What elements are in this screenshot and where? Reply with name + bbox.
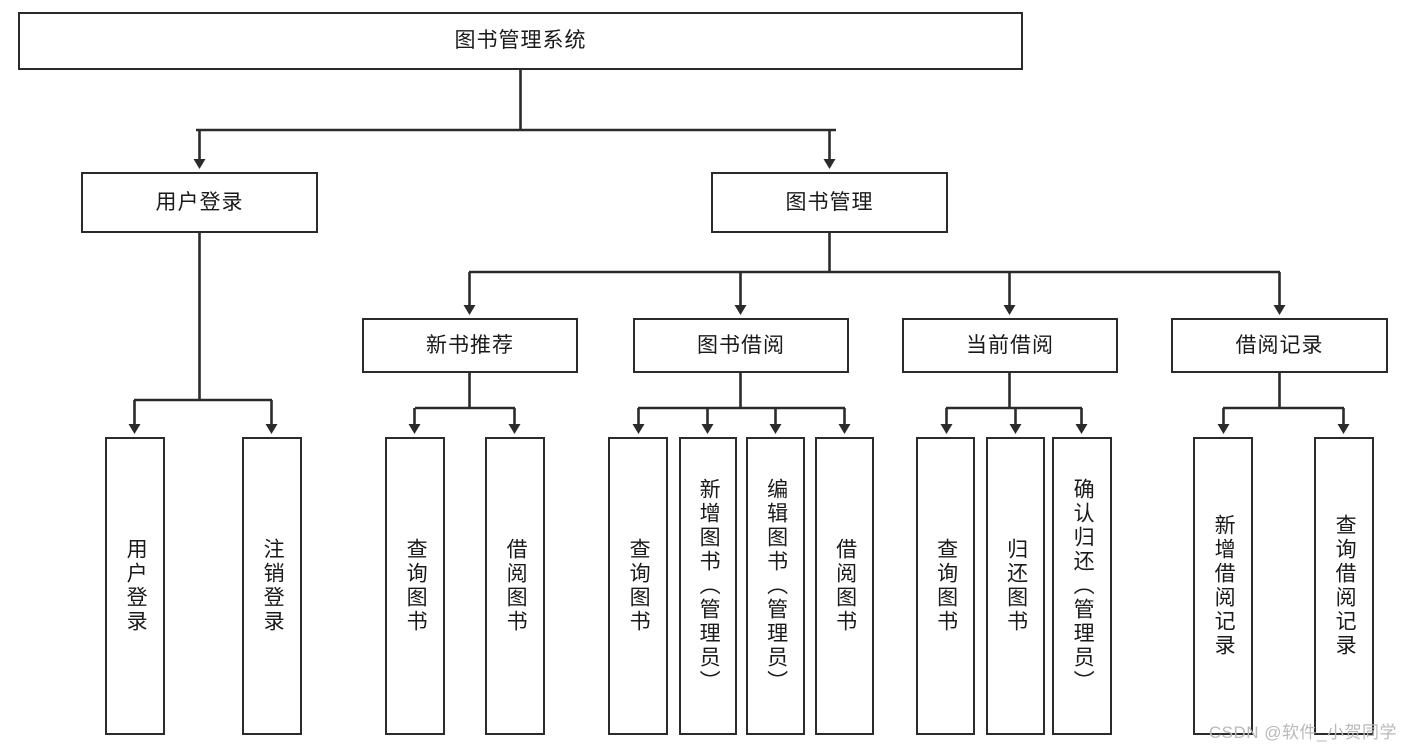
node-leaf-query-book-borrow-label: 查询图书 [627, 538, 651, 634]
node-current-borrow-label: 当前借阅 [966, 333, 1054, 357]
node-leaf-query-book-recommend[interactable]: 查询图书 [385, 437, 445, 735]
node-leaf-query-borrow-record[interactable]: 查询借阅记录 [1314, 437, 1374, 735]
node-borrow-record[interactable]: 借阅记录 [1171, 318, 1388, 373]
node-borrow-record-label: 借阅记录 [1235, 333, 1324, 357]
node-leaf-user-login-label: 用户登录 [124, 538, 148, 634]
node-leaf-borrow-book[interactable]: 借阅图书 [815, 437, 874, 735]
node-leaf-query-borrow-record-label: 查询借阅记录 [1333, 514, 1357, 658]
node-leaf-query-book-borrow[interactable]: 查询图书 [608, 437, 668, 735]
node-root-label: 图书管理系统 [454, 29, 587, 53]
node-book-borrow[interactable]: 图书借阅 [633, 318, 849, 373]
node-leaf-confirm-return-admin-label: 确认归还（管理员） [1071, 478, 1095, 694]
node-leaf-logout-login[interactable]: 注销登录 [242, 437, 302, 735]
node-leaf-edit-book-admin-label: 编辑图书（管理员） [764, 478, 788, 694]
node-book-borrow-label: 图书借阅 [697, 333, 785, 357]
node-leaf-confirm-return-admin[interactable]: 确认归还（管理员） [1052, 437, 1112, 735]
node-user-login-label: 用户登录 [155, 190, 244, 214]
node-leaf-add-book-admin[interactable]: 新增图书（管理员） [679, 437, 737, 735]
node-leaf-user-login[interactable]: 用户登录 [105, 437, 165, 735]
node-leaf-add-borrow-record-label: 新增借阅记录 [1212, 514, 1236, 658]
node-new-book-recommend[interactable]: 新书推荐 [362, 318, 578, 373]
node-new-book-recommend-label: 新书推荐 [426, 333, 514, 357]
node-leaf-query-book-recommend-label: 查询图书 [404, 538, 428, 634]
node-leaf-add-book-admin-label: 新增图书（管理员） [697, 478, 721, 694]
node-current-borrow[interactable]: 当前借阅 [902, 318, 1118, 373]
node-leaf-borrow-book-label: 借阅图书 [833, 538, 857, 634]
node-leaf-logout-login-label: 注销登录 [261, 538, 285, 634]
node-leaf-add-borrow-record[interactable]: 新增借阅记录 [1193, 437, 1253, 735]
node-root-book-management-system[interactable]: 图书管理系统 [18, 12, 1023, 70]
node-leaf-return-book-label: 归还图书 [1004, 538, 1028, 634]
node-leaf-borrow-book-recommend[interactable]: 借阅图书 [485, 437, 545, 735]
node-user-login[interactable]: 用户登录 [81, 172, 318, 233]
node-leaf-edit-book-admin[interactable]: 编辑图书（管理员） [746, 437, 805, 735]
node-leaf-borrow-book-recommend-label: 借阅图书 [504, 538, 528, 634]
node-leaf-return-book[interactable]: 归还图书 [986, 437, 1045, 735]
node-leaf-query-book-current[interactable]: 查询图书 [916, 437, 975, 735]
node-leaf-query-book-current-label: 查询图书 [934, 538, 958, 634]
node-book-management[interactable]: 图书管理 [711, 172, 948, 233]
node-book-management-label: 图书管理 [785, 190, 874, 214]
